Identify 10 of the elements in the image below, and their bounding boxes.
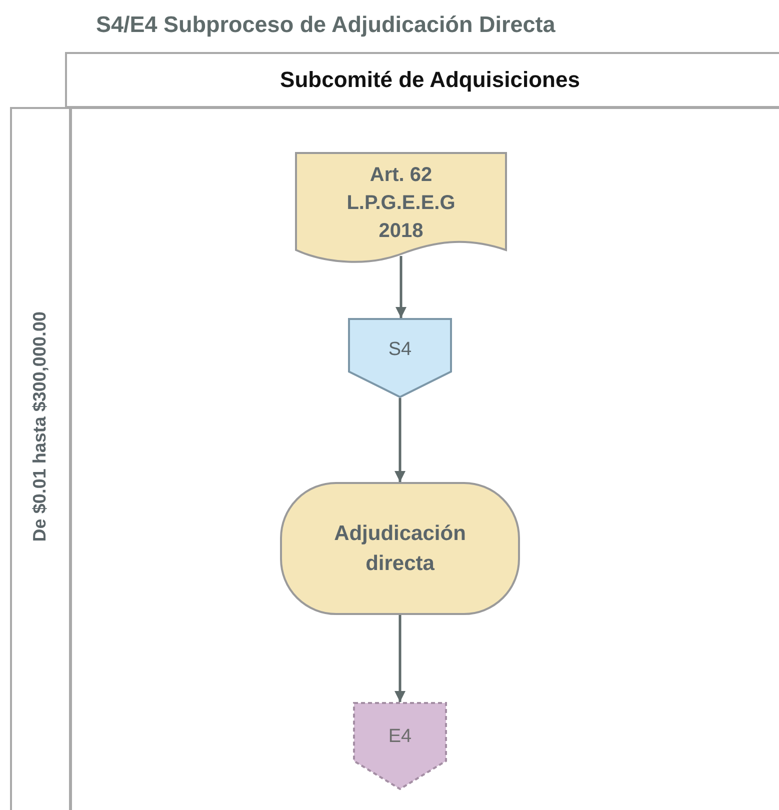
node-label: S4	[388, 338, 412, 362]
arrow	[394, 615, 406, 702]
arrow	[395, 256, 407, 318]
node-label: E4	[388, 724, 412, 749]
diagram-title: S4/E4 Subproceso de Adjudicación Directa	[96, 12, 556, 38]
arrow	[394, 398, 406, 482]
node-label: Subcomité de Adquisiciones	[280, 66, 580, 94]
node-label: Art. 62 L.P.G.E.E.G 2018	[346, 163, 456, 244]
node-label: Adjudicación directa	[333, 521, 467, 576]
node-label: De $0.01 hasta $300,000.00	[28, 312, 51, 542]
